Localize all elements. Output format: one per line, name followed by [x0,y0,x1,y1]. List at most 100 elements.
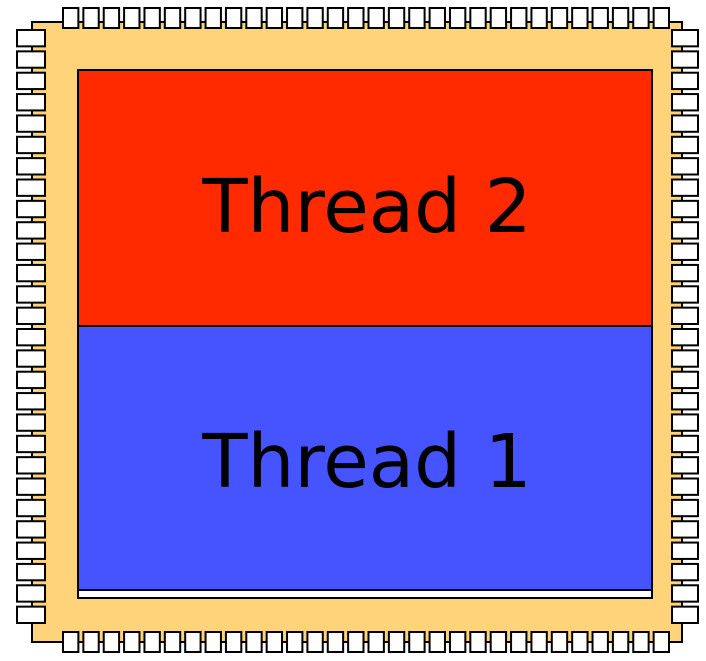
chip-pin [16,242,46,261]
pins-right [671,29,699,625]
chip-pin [82,631,100,653]
chip-pin [530,7,548,29]
chip-pin [224,7,243,29]
chip-pin [184,7,202,29]
chip-pin [16,285,46,304]
chip-pin [671,285,699,304]
chip-pin [326,631,345,653]
chip-pin [16,498,46,518]
chip-pin [102,631,121,653]
chip-pin [16,456,46,475]
chip-pin [245,7,263,29]
chip-pin [102,7,121,29]
chip-pin [16,328,46,347]
chip-pin [16,392,46,411]
chip-pin [16,199,46,219]
chip-pin [510,7,528,29]
chip-pin [16,221,46,240]
chip-pin [16,135,46,155]
chip-pin [16,370,46,390]
chip-pin [671,456,699,475]
chip-pin [16,605,46,625]
chip-pin [671,562,699,582]
pins-left [16,29,46,625]
chip-pin [671,349,699,368]
chip-pin [245,631,263,653]
chip-pin [16,93,46,112]
chip-pin [550,631,569,653]
thread-2-label: Thread 2 [201,164,531,250]
chip-pin [671,584,699,603]
chip-pin [671,114,699,133]
chip-pin [671,434,699,454]
chip-pin [306,631,324,653]
chip-pin [671,477,699,496]
chip-pin [163,631,182,653]
chip-pin [550,7,569,29]
chip-pin [306,7,324,29]
chip-pin [123,631,141,653]
chip-pin [387,631,406,653]
chip-pin [408,631,426,653]
chip-pin [286,7,304,29]
chip-pin [16,114,46,133]
chip-pin [428,631,446,653]
chip-pin [16,263,46,283]
chip-pin [16,71,46,91]
chip-pin [16,541,46,560]
chip-pin [671,498,699,518]
chip-pin [82,7,100,29]
chip-pin [671,520,699,539]
chip-pin [510,631,528,653]
chip-pin [671,157,699,176]
chip-pin [16,178,46,197]
chip-pin [671,93,699,112]
chip-pin [448,631,467,653]
chip-pin [489,631,508,653]
chip-pin [204,631,222,653]
chip-pin [671,541,699,560]
chip-pin [408,7,426,29]
chip-pin [16,520,46,539]
chip-pin [469,7,487,29]
chip-pin [163,7,182,29]
chip-pin [16,50,46,69]
chip-pin [16,349,46,368]
chip-pin [16,306,46,325]
chip-pin [62,631,80,653]
chip-pin [591,7,609,29]
chip-pin [671,242,699,261]
chip-pin [62,7,80,29]
chip-pin [652,631,671,653]
chip-pin [671,71,699,91]
chip-pin [347,7,365,29]
chip-pin [204,7,222,29]
thread-1-block [77,325,653,591]
chip-pin [143,7,161,29]
chip-pin [326,7,345,29]
chip-pin [530,631,548,653]
chip-pin [387,7,406,29]
chip-pin [611,7,630,29]
chip-pin [671,263,699,283]
chip-pin [143,631,161,653]
chip-pin [123,7,141,29]
chip-pin [671,392,699,411]
chip-pin [16,562,46,582]
thread-1-label: Thread 1 [201,419,531,505]
chip-pin [16,434,46,454]
chip-pin [671,29,699,48]
chip-pin [671,199,699,219]
chip-pin [16,477,46,496]
chip-pin [671,413,699,432]
chip-pin [632,7,650,29]
chip-pin [428,7,446,29]
chip-pin [448,7,467,29]
chip-pin [16,157,46,176]
chip-pin [611,631,630,653]
chip-pin [671,221,699,240]
chip-pin [671,178,699,197]
chip-pin [224,631,243,653]
chip-pin [286,631,304,653]
chip-pin [367,631,385,653]
